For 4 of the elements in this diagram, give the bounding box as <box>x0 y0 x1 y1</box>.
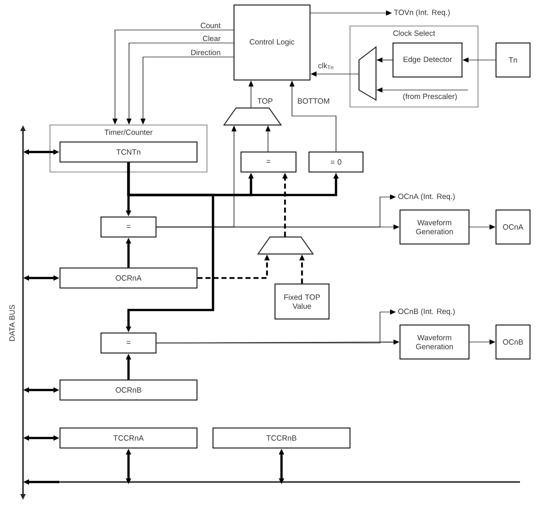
arrow <box>289 80 336 152</box>
arrow <box>156 309 396 344</box>
multiplexer-symbol <box>358 46 376 101</box>
arrow <box>156 194 396 228</box>
